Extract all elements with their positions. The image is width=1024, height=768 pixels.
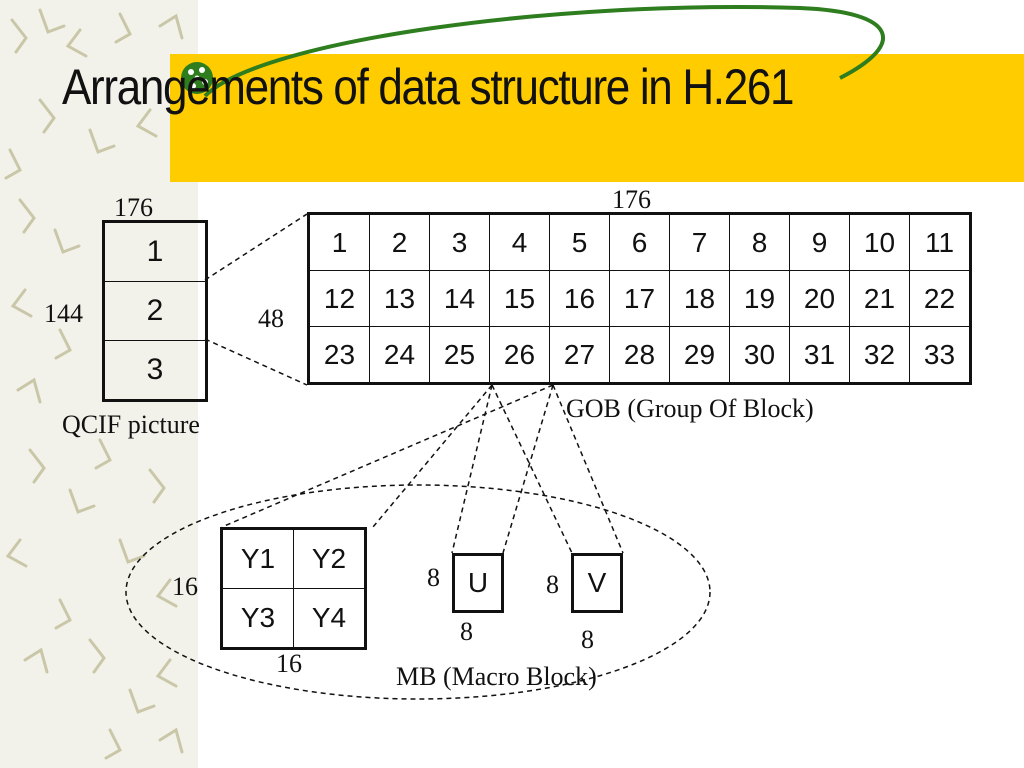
u-block: U [452,553,504,613]
qcif-width-label: 176 [114,193,153,222]
luminance-block: Y4 [293,588,366,649]
gob-cell: 32 [849,326,910,384]
v-block-height-label: 8 [546,570,559,599]
gob-cell: 7 [669,213,730,271]
luminance-block: Y3 [221,588,294,649]
luminance-grid: Y1 Y2 Y3 Y4 [220,527,367,650]
gob-cell: 2 [369,213,430,271]
dashed-connectors [204,213,624,554]
gob-cell: 3 [429,213,490,271]
gob-cell: 28 [609,326,670,384]
slide-title: Arrangements of data structure in H.261 [62,59,794,115]
v-block: V [571,553,623,613]
gob-cell: 20 [789,270,850,327]
gob-cell: 24 [369,326,430,384]
gob-cell: 27 [549,326,610,384]
luminance-block: Y1 [221,528,294,589]
qcif-caption: QCIF picture [62,410,200,439]
gob-caption: GOB (Group Of Block) [566,394,814,423]
gob-cell: 14 [429,270,490,327]
qcif-grid: 1 2 3 [102,220,208,402]
gob-cell: 19 [729,270,790,327]
gob-cell: 26 [489,326,550,384]
gob-cell: 22 [909,270,971,327]
gob-cell: 17 [609,270,670,327]
gob-cell: 13 [369,270,430,327]
gob-cell: 1 [308,213,370,271]
gob-height-label: 48 [258,304,284,333]
gob-grid: 1 2 3 4 5 6 7 8 9 10 11 12 13 14 15 16 1… [307,212,972,385]
gob-cell: 6 [609,213,670,271]
gob-width-label: 176 [612,185,651,214]
gob-cell: 21 [849,270,910,327]
y-block-height-label: 16 [172,572,198,601]
gob-cell: 15 [489,270,550,327]
qcif-height-label: 144 [44,299,83,328]
macro-block-ellipse [125,484,711,700]
gob-cell: 25 [429,326,490,384]
gob-cell: 12 [308,270,370,327]
gob-cell: 31 [789,326,850,384]
gob-cell: 11 [909,213,971,271]
gob-cell: 5 [549,213,610,271]
gob-cell: 33 [909,326,971,384]
qcif-gob-1: 1 [103,221,207,282]
globe-icon [181,62,213,94]
gob-cell: 30 [729,326,790,384]
gob-cell: 8 [729,213,790,271]
gob-cell: 29 [669,326,730,384]
gob-cell: 16 [549,270,610,327]
gob-cell: 10 [849,213,910,271]
decorative-curve [203,4,885,98]
u-block-width-label: 8 [460,617,473,646]
gob-cell: 9 [789,213,850,271]
luminance-block: Y2 [293,528,366,589]
gob-cell: 23 [308,326,370,384]
u-block-height-label: 8 [427,563,440,592]
v-block-width-label: 8 [581,625,594,654]
title-band [170,54,1024,182]
qcif-gob-3: 3 [103,340,207,401]
y-block-width-label: 16 [276,649,302,678]
mb-caption: MB (Macro Block) [396,662,597,691]
gob-cell: 18 [669,270,730,327]
qcif-gob-2: 2 [103,281,207,341]
gob-cell: 4 [489,213,550,271]
